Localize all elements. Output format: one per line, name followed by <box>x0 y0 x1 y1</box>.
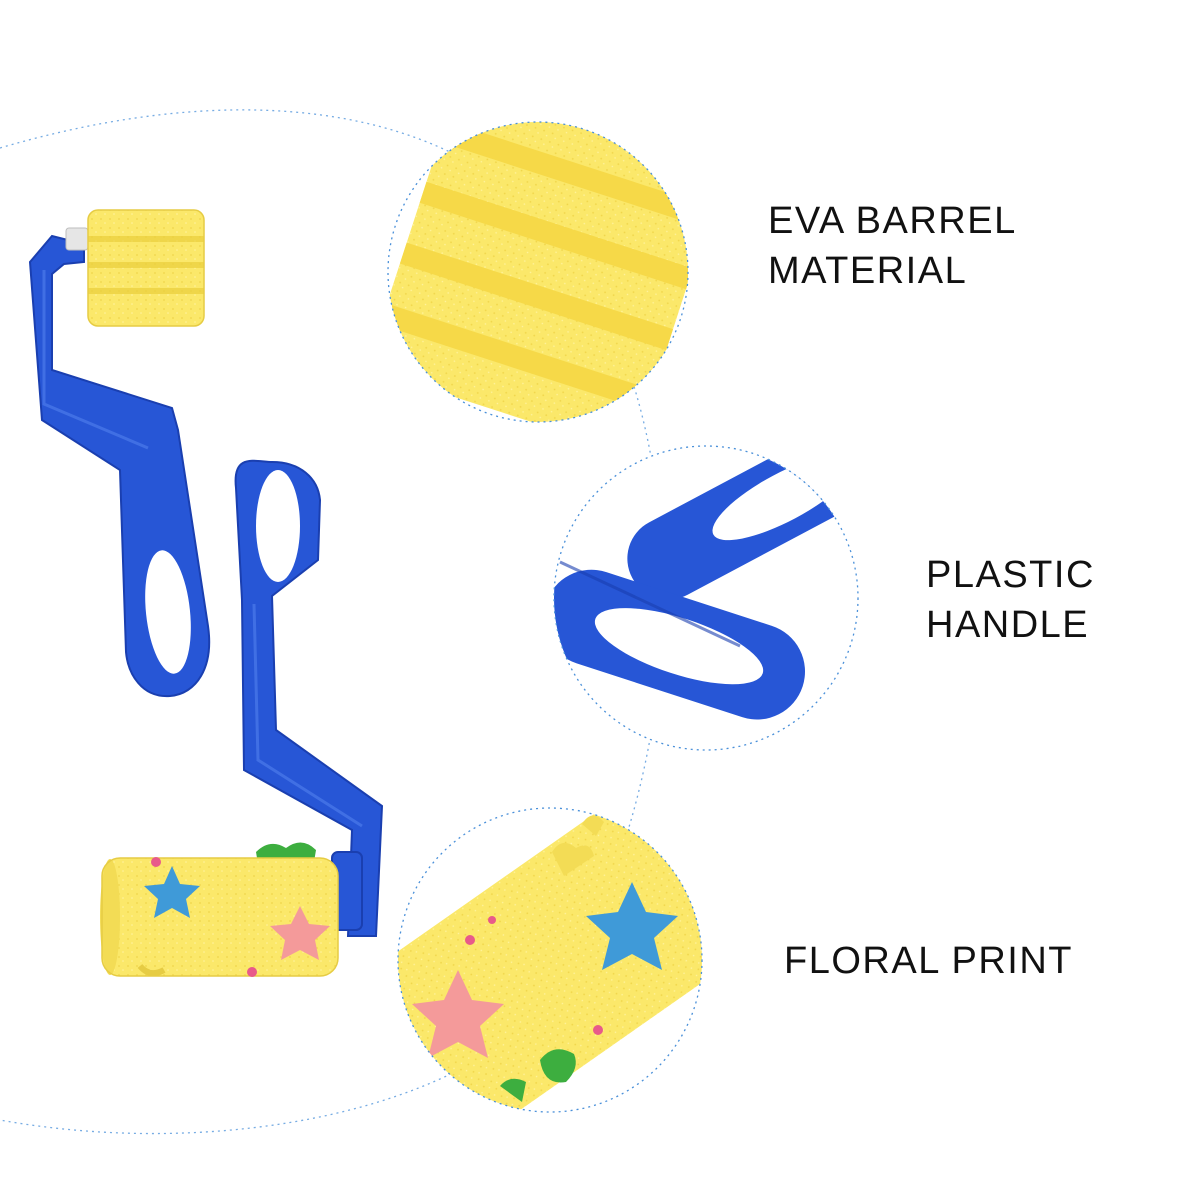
floral-print-line-1: FLORAL PRINT <box>784 940 1073 982</box>
blue-star-shape <box>144 866 200 918</box>
floral-print-label: FLORAL PRINT <box>784 936 1073 986</box>
striped-roller-handle-loop <box>145 550 191 674</box>
star-roller <box>100 459 384 977</box>
zoom-plastic-handle <box>553 445 859 751</box>
zoom-pink-star-shape <box>412 970 504 1058</box>
eva-barrel-line-2: MATERIAL <box>768 250 968 292</box>
plastic-handle-line-2: HANDLE <box>926 604 1090 646</box>
eva-barrel-line-1: EVA BARREL <box>768 200 1017 242</box>
plastic-handle-label: PLASTIC HANDLE <box>926 550 1095 650</box>
star-roller-handle-loop <box>256 470 300 582</box>
zoom-floral-print <box>397 807 703 1113</box>
striped-roller <box>28 209 211 698</box>
zoom-blue-star-shape <box>586 882 678 970</box>
plastic-handle-line-1: PLASTIC <box>926 554 1095 596</box>
striped-foam-barrel <box>87 209 205 327</box>
zoom-eva-barrel <box>387 121 689 423</box>
pink-star-shape <box>270 906 330 960</box>
eva-barrel-material-label: EVA BARREL MATERIAL <box>768 196 1017 296</box>
star-foam-barrel <box>100 857 339 977</box>
